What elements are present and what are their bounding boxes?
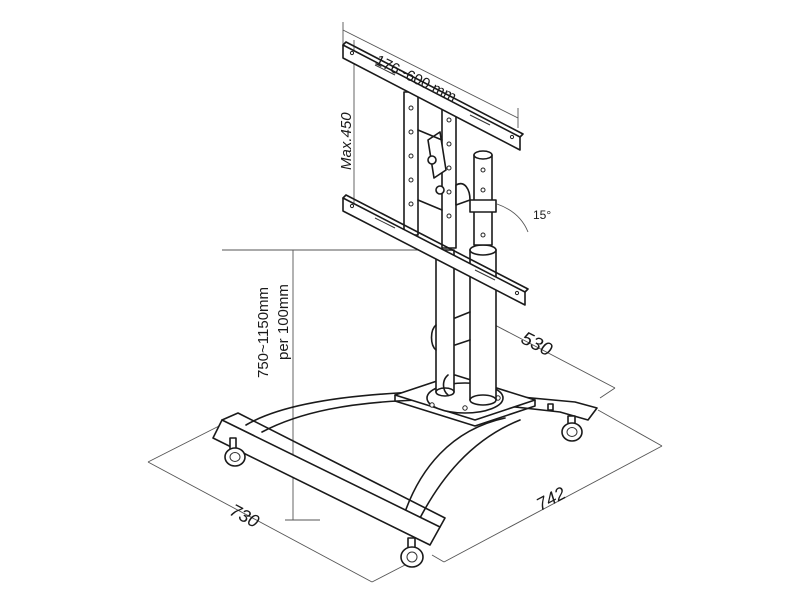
base-width-dimension-line bbox=[147, 461, 373, 583]
base-right-curved-arm bbox=[404, 417, 506, 513]
base-frame bbox=[212, 374, 598, 546]
bracket-plate-left bbox=[403, 91, 419, 236]
vesa-rail-top bbox=[342, 41, 524, 151]
caster-front-right bbox=[400, 537, 424, 568]
height-range-label: 750~1150mm bbox=[255, 286, 272, 378]
column-rear bbox=[435, 249, 455, 397]
bracket-plate-right bbox=[441, 104, 457, 249]
vesa-height-label: Max.450 bbox=[338, 112, 355, 170]
height-clamp bbox=[469, 199, 497, 213]
base-length-dimension-line bbox=[443, 445, 663, 563]
tilt-bracket bbox=[403, 91, 471, 249]
cable-clips bbox=[454, 311, 471, 346]
vesa-width-dimension-line bbox=[342, 29, 519, 119]
tilt-arc bbox=[496, 203, 529, 233]
base-front-rail bbox=[212, 419, 441, 546]
caster-front-left bbox=[224, 437, 246, 467]
height-step-label: per 100mm bbox=[275, 284, 292, 360]
column-front-upper bbox=[469, 150, 497, 246]
vesa-rail-bottom bbox=[342, 194, 529, 306]
caster-back-right bbox=[561, 415, 583, 442]
caster-back-left bbox=[547, 403, 554, 411]
tilt-angle-label: 15° bbox=[533, 208, 552, 222]
base-left-curved-arm bbox=[245, 391, 421, 426]
dimension-lines bbox=[147, 22, 663, 583]
